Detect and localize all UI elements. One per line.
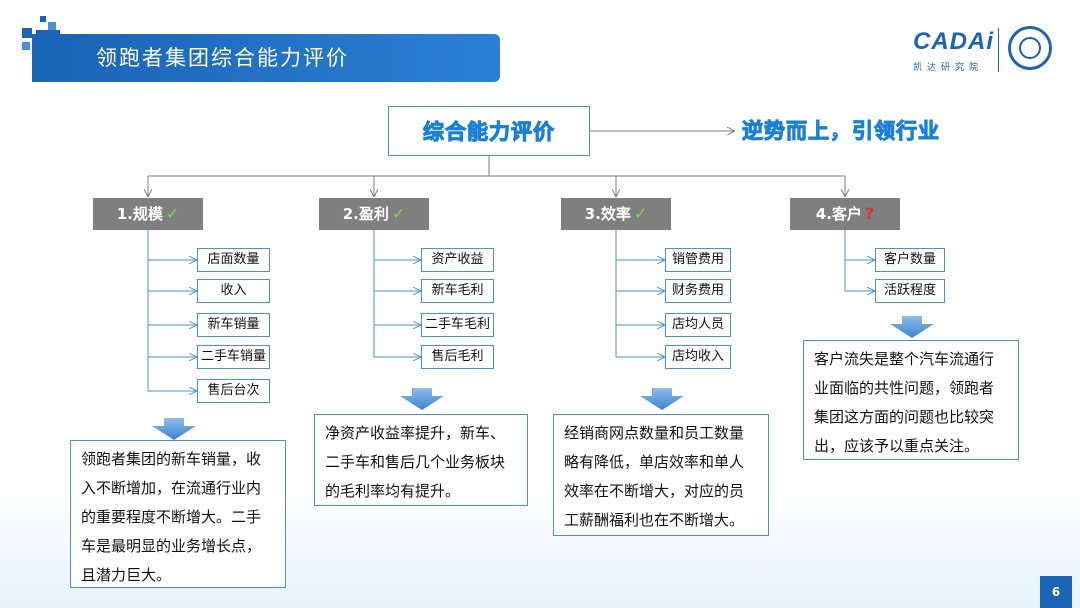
note-profit: 净资产收益率提升，新车、二手车和售后几个业务板块的毛利率均有提升。 — [314, 414, 528, 506]
list-item: 店均人员 — [665, 313, 731, 337]
down-arrow-icon — [400, 388, 444, 410]
page-number: 6 — [1040, 576, 1072, 608]
category-customer: 4.客户? — [790, 198, 900, 230]
down-arrow-icon — [152, 418, 196, 440]
title-bar — [32, 34, 500, 82]
category-label: 1.规模 — [116, 205, 163, 223]
down-arrow-icon — [890, 316, 934, 338]
list-item: 收入 — [197, 279, 270, 303]
list-item: 新车销量 — [197, 313, 270, 337]
logo-divider — [998, 28, 999, 72]
check-icon: ✓ — [633, 204, 648, 223]
down-arrow-icon — [640, 388, 684, 410]
list-item: 二手车毛利 — [421, 313, 494, 337]
category-profit: 2.盈利✓ — [319, 198, 429, 230]
decor-square — [22, 28, 32, 38]
question-icon: ? — [864, 204, 875, 223]
list-item: 销管费用 — [665, 248, 731, 272]
note-customer: 客户流失是整个汽车流通行业面临的共性问题，领跑者集团这方面的问题也比较突出，应该… — [803, 340, 1019, 460]
category-label: 2.盈利 — [342, 205, 389, 223]
check-icon: ✓ — [165, 204, 180, 223]
cadai-logo: CADAi — [913, 28, 994, 55]
list-item: 店均收入 — [665, 345, 731, 369]
note-scale: 领跑者集团的新车销量，收入不断增加，在流通行业内的重要程度不断增大。二手车是最明… — [70, 440, 286, 588]
list-item: 二手车销量 — [197, 345, 270, 369]
list-item: 售后毛利 — [421, 345, 494, 369]
category-efficiency: 3.效率✓ — [561, 198, 671, 230]
conclusion-text: 逆势而上，引领行业 — [742, 119, 940, 144]
decor-square — [40, 16, 46, 22]
check-icon: ✓ — [391, 204, 406, 223]
list-item: 店面数量 — [197, 248, 270, 272]
list-item: 售后台次 — [197, 379, 270, 403]
seal-icon — [1008, 26, 1052, 70]
note-efficiency: 经销商网点数量和员工数量略有降低，单店效率和单人效率在不断增大，对应的员工薪酬福… — [553, 414, 769, 536]
list-item: 活跃程度 — [875, 279, 945, 303]
list-item: 财务费用 — [665, 279, 731, 303]
decor-square — [22, 42, 30, 50]
decor-square — [48, 22, 56, 30]
category-label: 3.效率 — [584, 205, 631, 223]
page-title: 领跑者集团综合能力评价 — [96, 46, 349, 70]
category-label: 4.客户 — [815, 205, 862, 223]
list-item: 资产收益 — [421, 248, 494, 272]
list-item: 客户数量 — [875, 248, 945, 272]
category-scale: 1.规模✓ — [93, 198, 203, 230]
logo-subtitle: 凯达研究院 — [913, 63, 984, 73]
root-node: 综合能力评价 — [388, 106, 590, 156]
list-item: 新车毛利 — [421, 279, 494, 303]
